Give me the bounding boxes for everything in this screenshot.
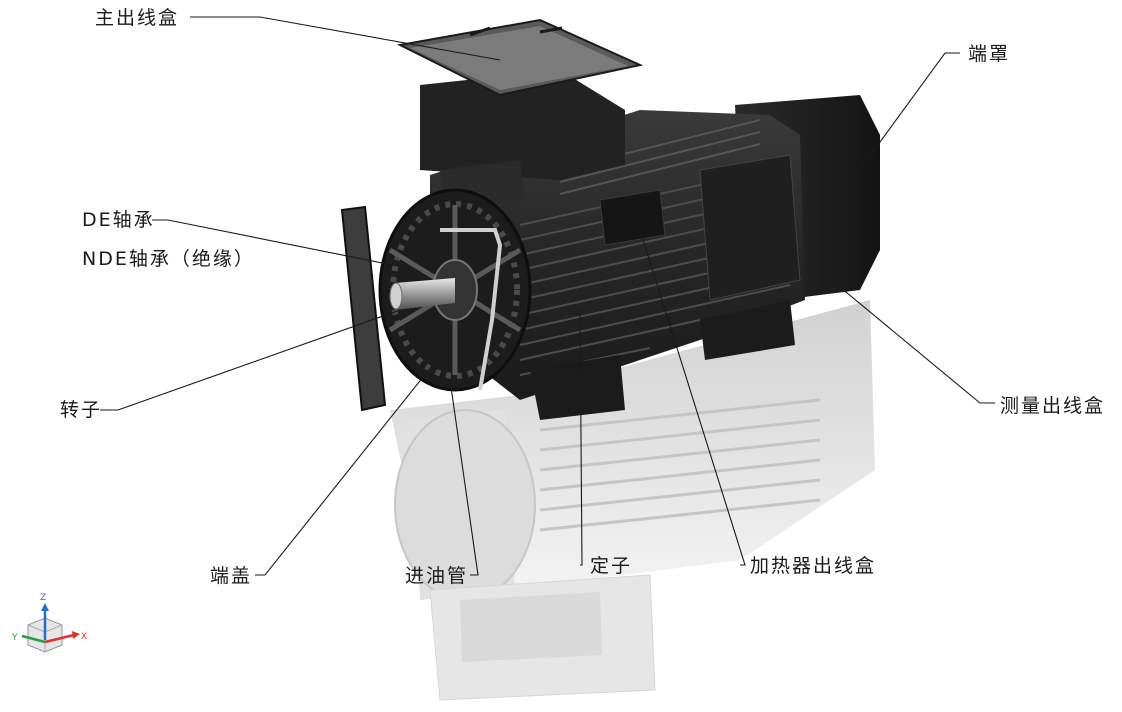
heater-terminal-box-shape	[599, 189, 666, 246]
measuring-terminal-box-shape	[699, 154, 801, 301]
motor-reflection	[390, 300, 875, 701]
label-main-terminal-box: 主出线盒	[95, 7, 179, 29]
label-oil-inlet-pipe: 进油管	[405, 565, 468, 587]
label-rotor: 转子	[60, 399, 102, 421]
axis-x-label: X	[81, 632, 87, 642]
label-heater-terminal-box: 加热器出线盒	[750, 555, 876, 577]
main-terminal-box-shape	[396, 18, 644, 210]
label-stator: 定子	[590, 555, 632, 577]
label-measuring-terminal-box: 测量出线盒	[1000, 395, 1105, 417]
rotor-shaft-shape	[395, 278, 455, 310]
motor-model	[340, 18, 880, 420]
oil-inlet-pipe-shape	[440, 228, 503, 391]
axis-x-line	[44, 633, 75, 644]
axis-y-line	[21, 634, 46, 644]
leader-lines	[100, 16, 995, 576]
label-end-shield: 端盖	[210, 565, 252, 587]
label-de-bearing: DE轴承	[82, 209, 155, 231]
axis-y-label: Y	[11, 633, 18, 643]
label-nde-bearing: NDE轴承（绝缘）	[82, 248, 255, 270]
axis-z-label: Z	[40, 593, 46, 603]
label-end-cover: 端罩	[968, 43, 1010, 65]
axis-triad-icon[interactable]: Z Y X	[11, 593, 87, 653]
